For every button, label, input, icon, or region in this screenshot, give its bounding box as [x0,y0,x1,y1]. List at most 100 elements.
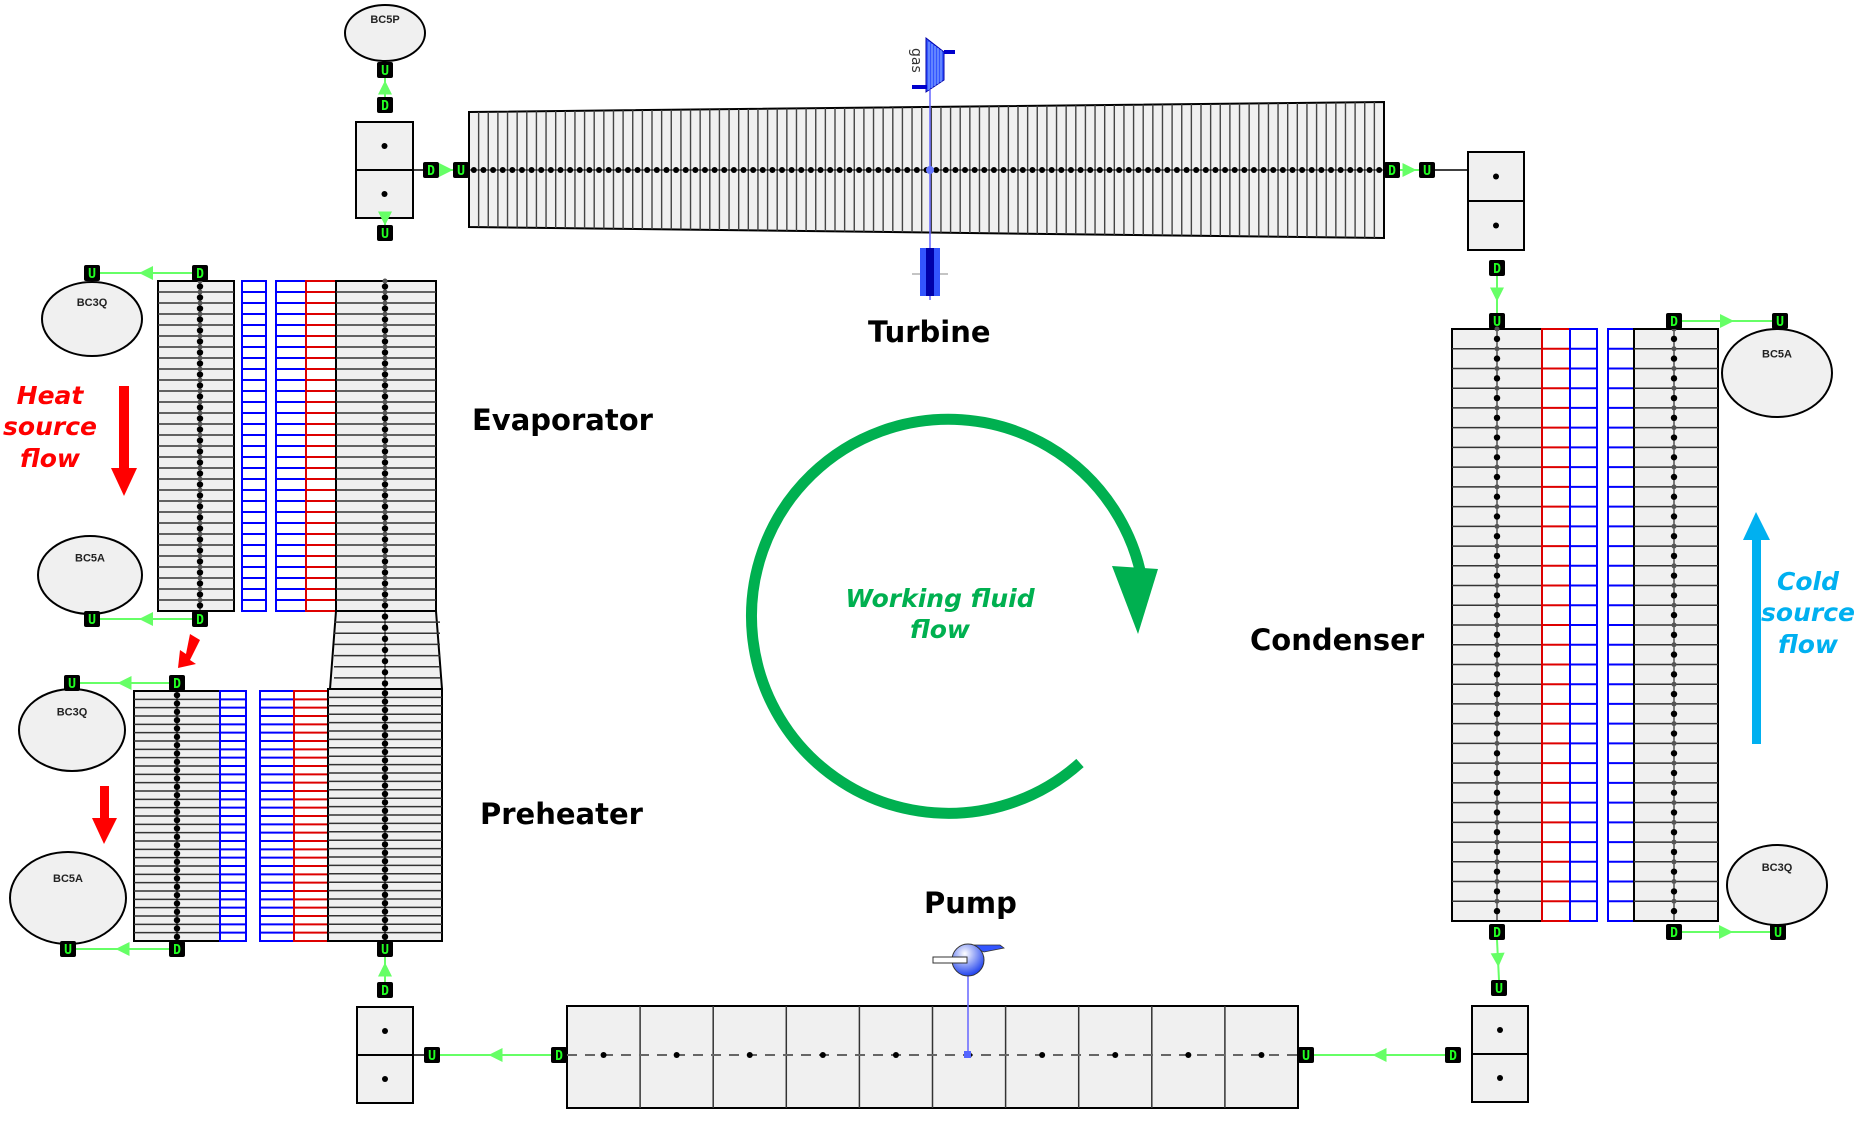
pre-cold-side [327,688,443,942]
pump-label: Pump [924,886,1017,920]
cond-cold-side-node [1670,513,1678,520]
turbine-node [1366,167,1373,173]
evap-hot-side-node [196,283,204,290]
cond-cold-side-node [1670,848,1678,856]
evap-hot-side-junction [197,443,203,449]
evap-hot-side-junction [197,377,203,383]
evap-cold-side-junction [382,454,388,460]
pre-cold-port-u-box [377,941,393,957]
pump-node [819,1052,826,1058]
evap-cold-side-node [381,536,389,543]
cond-fluid-side-junction [1494,563,1500,569]
cold-source-word-2: source [1761,598,1855,628]
evap-cold-side-node [381,437,389,444]
pre-cold-side-node [381,874,389,882]
turbine-node [1212,167,1219,173]
evap-cold-side-node [381,305,389,312]
cold-source-word-3: flow [1778,629,1838,659]
pre-cold-side-node [381,698,389,705]
bottom-left-node-port-d: D [377,982,393,999]
pre-cold-side-node [381,891,389,898]
cond-node-port-u-text: U [1423,164,1431,179]
evap-hot-side-node [196,360,204,367]
pre-hot-side-node [173,725,181,732]
cond-top-port-u-text: U [1493,315,1501,330]
turbine-node [615,167,622,173]
turbine-node [1241,167,1248,173]
cond-fluid-side-node [1493,868,1501,875]
evap-cold-side-node [381,558,389,565]
turbine-node [1019,167,1026,173]
turbine-node [490,167,497,173]
evap-hot-side-node [196,514,204,521]
top-node-port-d2-text: D [427,164,435,179]
pre-cold-side-node [381,732,389,739]
pre-hot-side-node [173,841,181,849]
cond-fluid-side-node [1493,631,1501,639]
evap-cold-side-node [381,514,389,521]
evap-hot-side-node [196,327,204,334]
turbine-node [1347,167,1354,173]
evap-bc5a-ellipse: BC5A [37,535,143,615]
pre-cold-wall [259,690,295,942]
cond-top-node-port-d-text: D [1493,262,1501,277]
cond-top-port-u-box [1489,313,1505,329]
evap-hot-side-junction [197,344,203,350]
turbine-node [856,167,863,173]
pre-cold-side-node [381,799,389,806]
node-to-turbine-connector [439,163,453,177]
turbine-node [933,167,940,173]
evap-cold-side-junction [382,333,388,339]
cond-fluid-side-node [1493,888,1501,895]
cond-bc5a-ellipse: BC5A [1721,328,1833,418]
turbine-node [788,167,795,173]
pre-bc3q-ellipse-shape [18,688,126,772]
cond-bc5a-port-u-text: U [1776,315,1784,330]
cond-fluid-side-node [1493,809,1501,816]
turbine-node [682,167,689,173]
top-left-node-node [381,143,388,149]
evap-hot-wall [241,280,267,612]
top-node-port-d2: D [423,162,439,179]
pre-bc5a-ellipse-text: BC5A [53,873,83,885]
cond-fluid-side-node [1493,394,1501,402]
evap-cold-side-node [381,415,389,422]
turbine-node [913,167,920,173]
evap-top-port-u: U [377,225,393,242]
turbine-node [1096,167,1103,173]
cond-bc3q-port-u-text: U [1774,926,1782,941]
pump-port-u: U [1298,1047,1314,1064]
cond-cold-side-node [1670,651,1678,658]
evap-cold-side-junction [382,476,388,482]
working-fluid-cycle-arrow [746,413,1158,819]
turbine-node [538,167,545,173]
cond-cold-side-node [1670,631,1678,639]
cold-source-word-1: Cold [1777,567,1839,596]
cond-fluid-side-node [1493,335,1501,343]
pre-hot-side-node [173,758,181,766]
top-right-node-node [1493,173,1499,180]
turbine-node [1135,167,1142,173]
cond-cold-port-d: D [1666,313,1682,330]
cond-cold-side-node [1670,414,1678,421]
pump-pipe [566,1005,1299,1109]
evap-hot-side-junction [197,300,203,306]
cond-cold-side-node [1670,572,1678,579]
cond-fluid-side-node [1493,375,1501,382]
heat-source-word-1: Heat [16,381,84,410]
turbine-node [740,167,747,173]
cond-fluid-side-junction [1494,326,1500,332]
bottom-left-node [356,1006,414,1104]
node-to-condenser-connector [1490,276,1504,313]
cond-cold-side-node [1670,907,1678,915]
cond-cold-side-junction [1671,839,1677,845]
turbine-node [904,167,911,173]
evap-cold-side-junction [382,564,388,570]
evap-cold-side-node [381,448,389,455]
evap-hot-side-junction [197,564,203,570]
cond-node-port-u-box [1419,162,1435,178]
cond-bc3q-port-u-box [1770,924,1786,940]
cond-cold-side-junction [1671,760,1677,766]
pre-cold-side-node [381,916,389,924]
transition-node [381,657,389,665]
